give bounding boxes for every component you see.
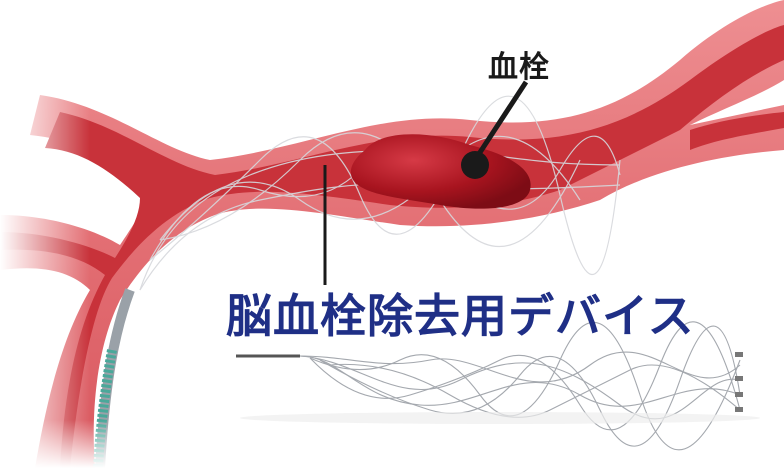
clot-label: 血栓 [488, 42, 550, 86]
device-label: 脳血栓除去用デバイス [226, 280, 695, 346]
